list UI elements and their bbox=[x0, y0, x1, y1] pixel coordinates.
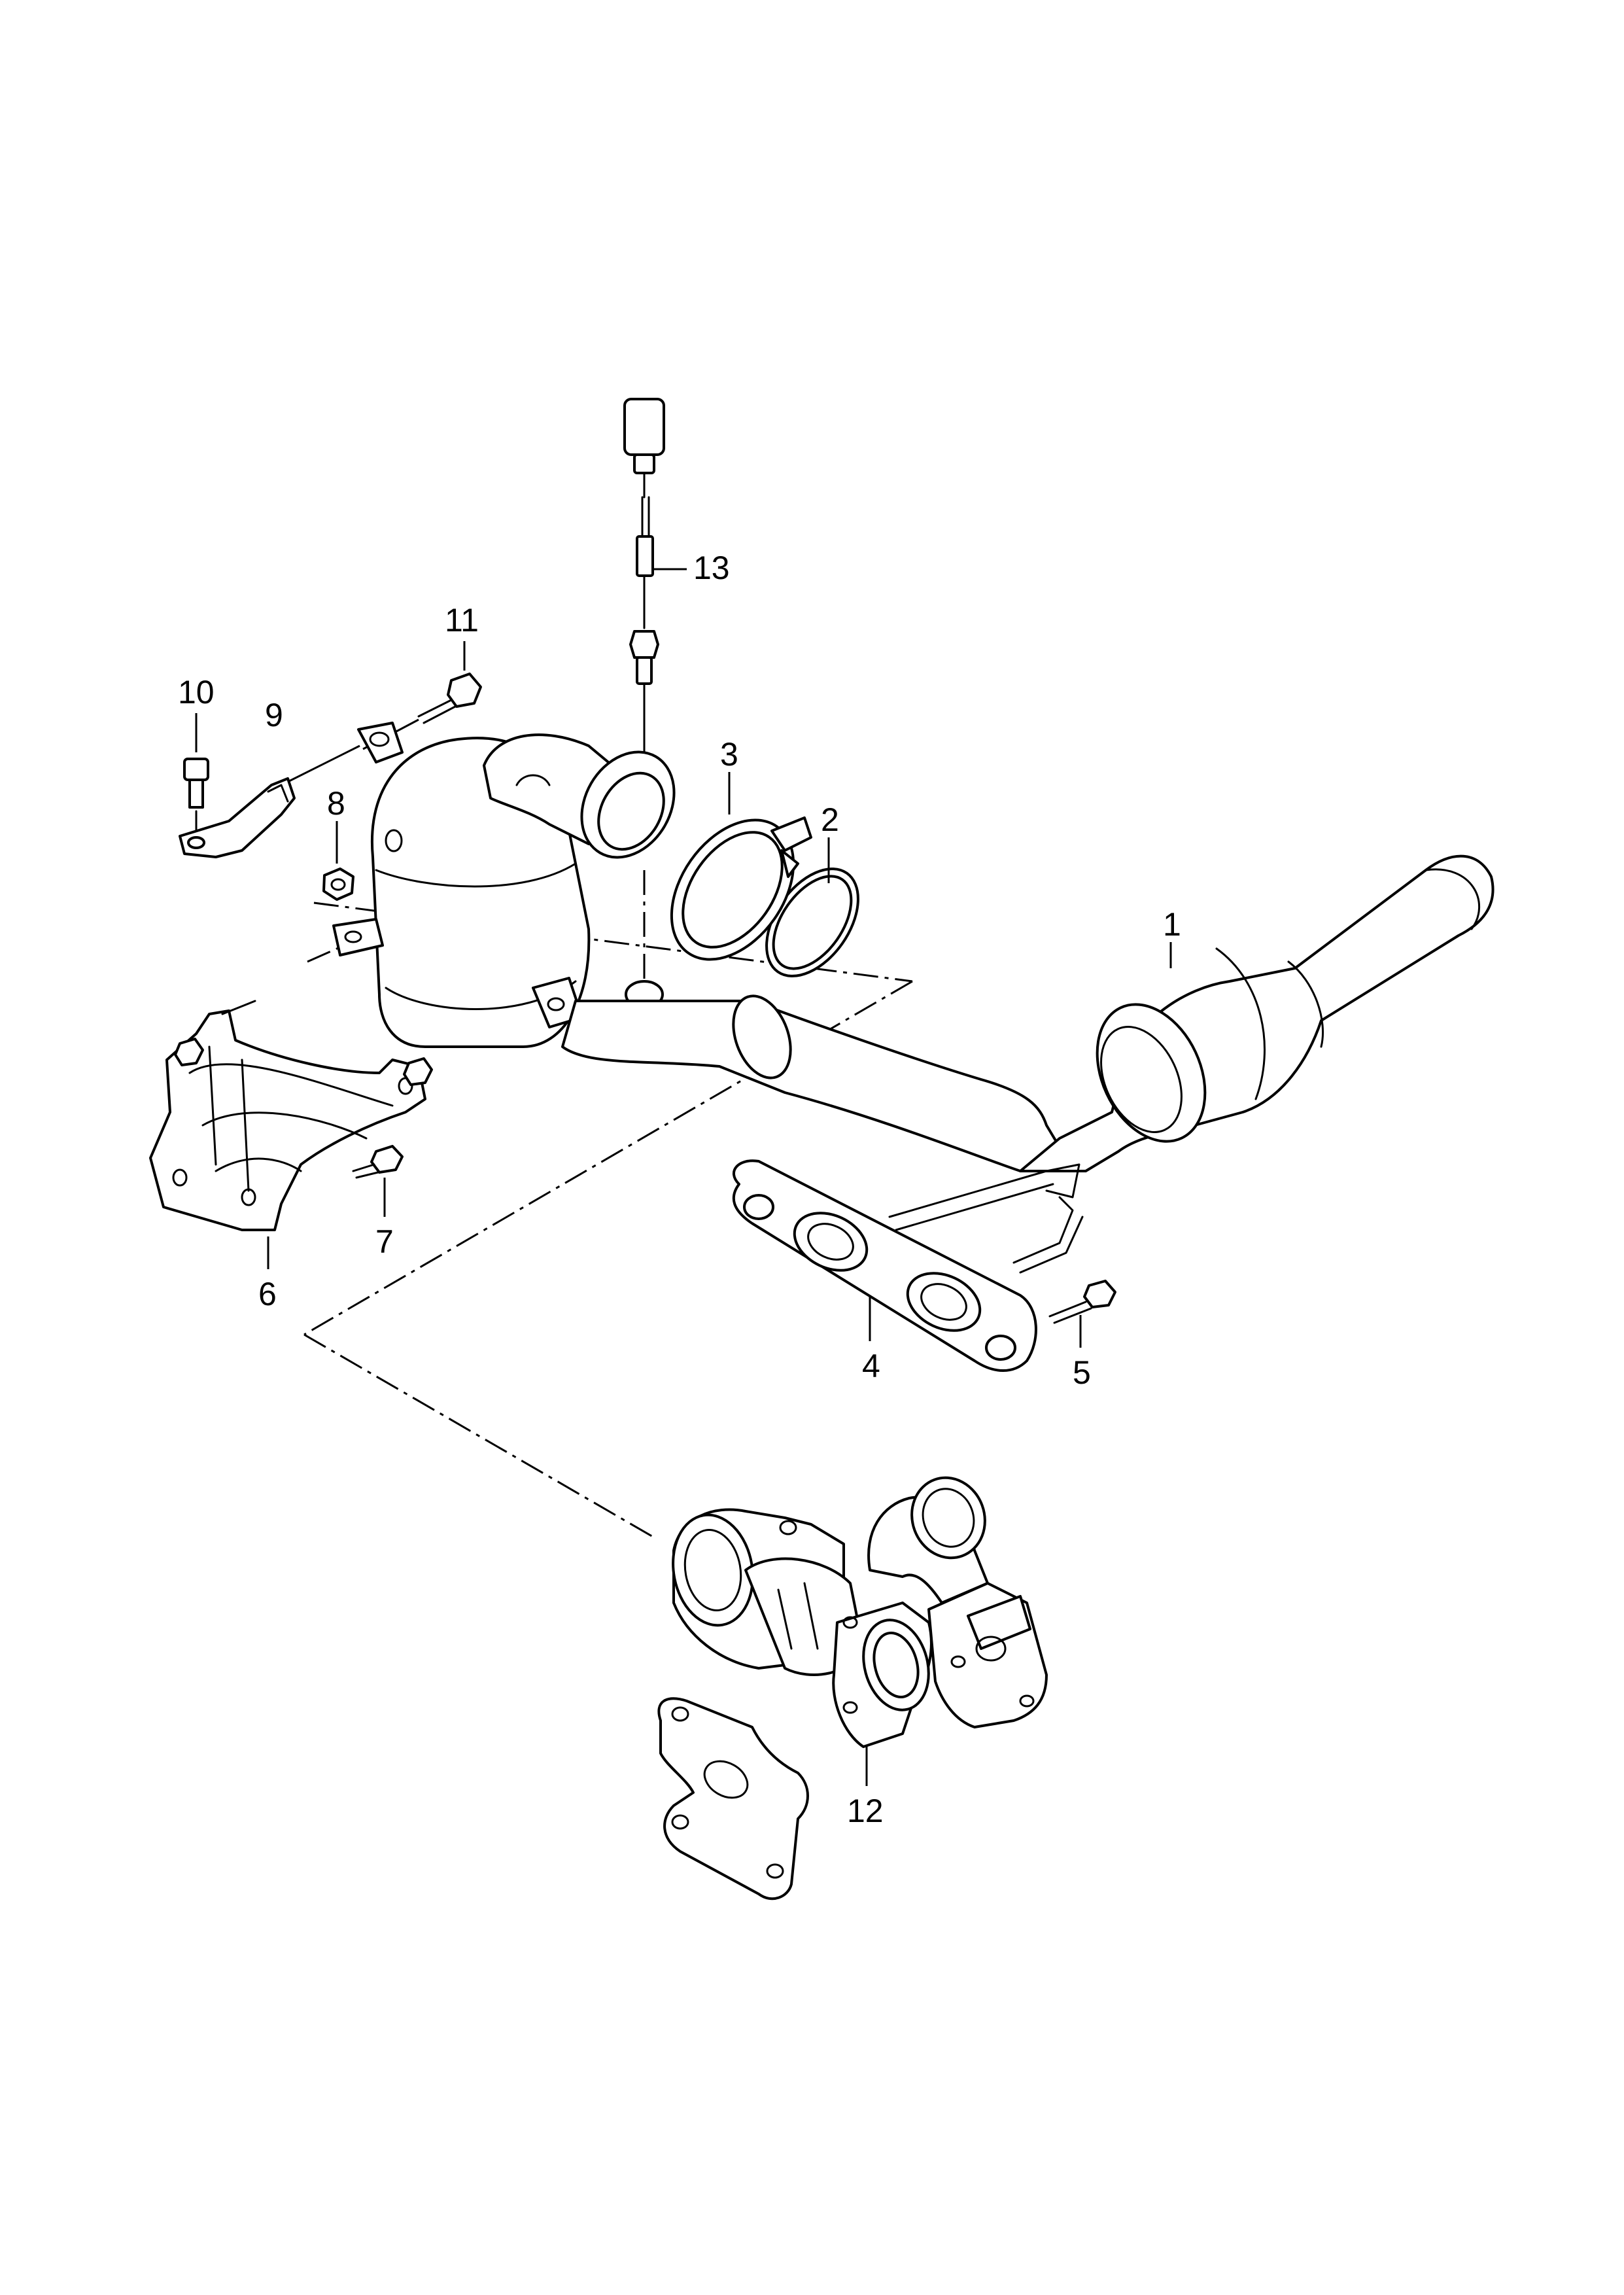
bracket-9[interactable] bbox=[179, 745, 360, 858]
particulate-filter[interactable] bbox=[332, 722, 1067, 1172]
gasket-ring-2[interactable] bbox=[748, 837, 876, 992]
bolt-5[interactable] bbox=[1048, 1280, 1116, 1348]
callout-2: 2 bbox=[821, 801, 839, 838]
callout-5: 5 bbox=[1073, 1354, 1091, 1391]
callout-13: 13 bbox=[693, 550, 730, 586]
bolt-10[interactable] bbox=[183, 758, 209, 842]
exhaust-temperature-sensor[interactable] bbox=[623, 398, 665, 760]
callout-7: 7 bbox=[375, 1223, 394, 1260]
callout-4: 4 bbox=[862, 1348, 880, 1384]
callout-labels: 1 2 3 4 5 6 7 8 9 10 11 12 13 bbox=[178, 550, 1181, 1829]
callout-1: 1 bbox=[1163, 906, 1181, 943]
callout-10: 10 bbox=[178, 674, 215, 710]
bolt-7[interactable] bbox=[352, 1145, 404, 1217]
callout-6: 6 bbox=[258, 1276, 277, 1312]
catalytic-converter[interactable] bbox=[888, 854, 1494, 1274]
callout-12: 12 bbox=[847, 1793, 884, 1829]
clamp-3[interactable] bbox=[646, 772, 818, 982]
leader-lines bbox=[195, 568, 687, 864]
turbocharger-12[interactable] bbox=[657, 1467, 1048, 1901]
callout-8: 8 bbox=[327, 785, 345, 822]
callout-3: 3 bbox=[720, 736, 738, 773]
nut-8[interactable] bbox=[322, 867, 354, 901]
flange-gasket-4[interactable] bbox=[732, 1159, 1037, 1372]
heat-shield-6[interactable] bbox=[149, 1000, 433, 1269]
callout-9: 9 bbox=[265, 697, 283, 733]
callout-11: 11 bbox=[445, 602, 479, 639]
